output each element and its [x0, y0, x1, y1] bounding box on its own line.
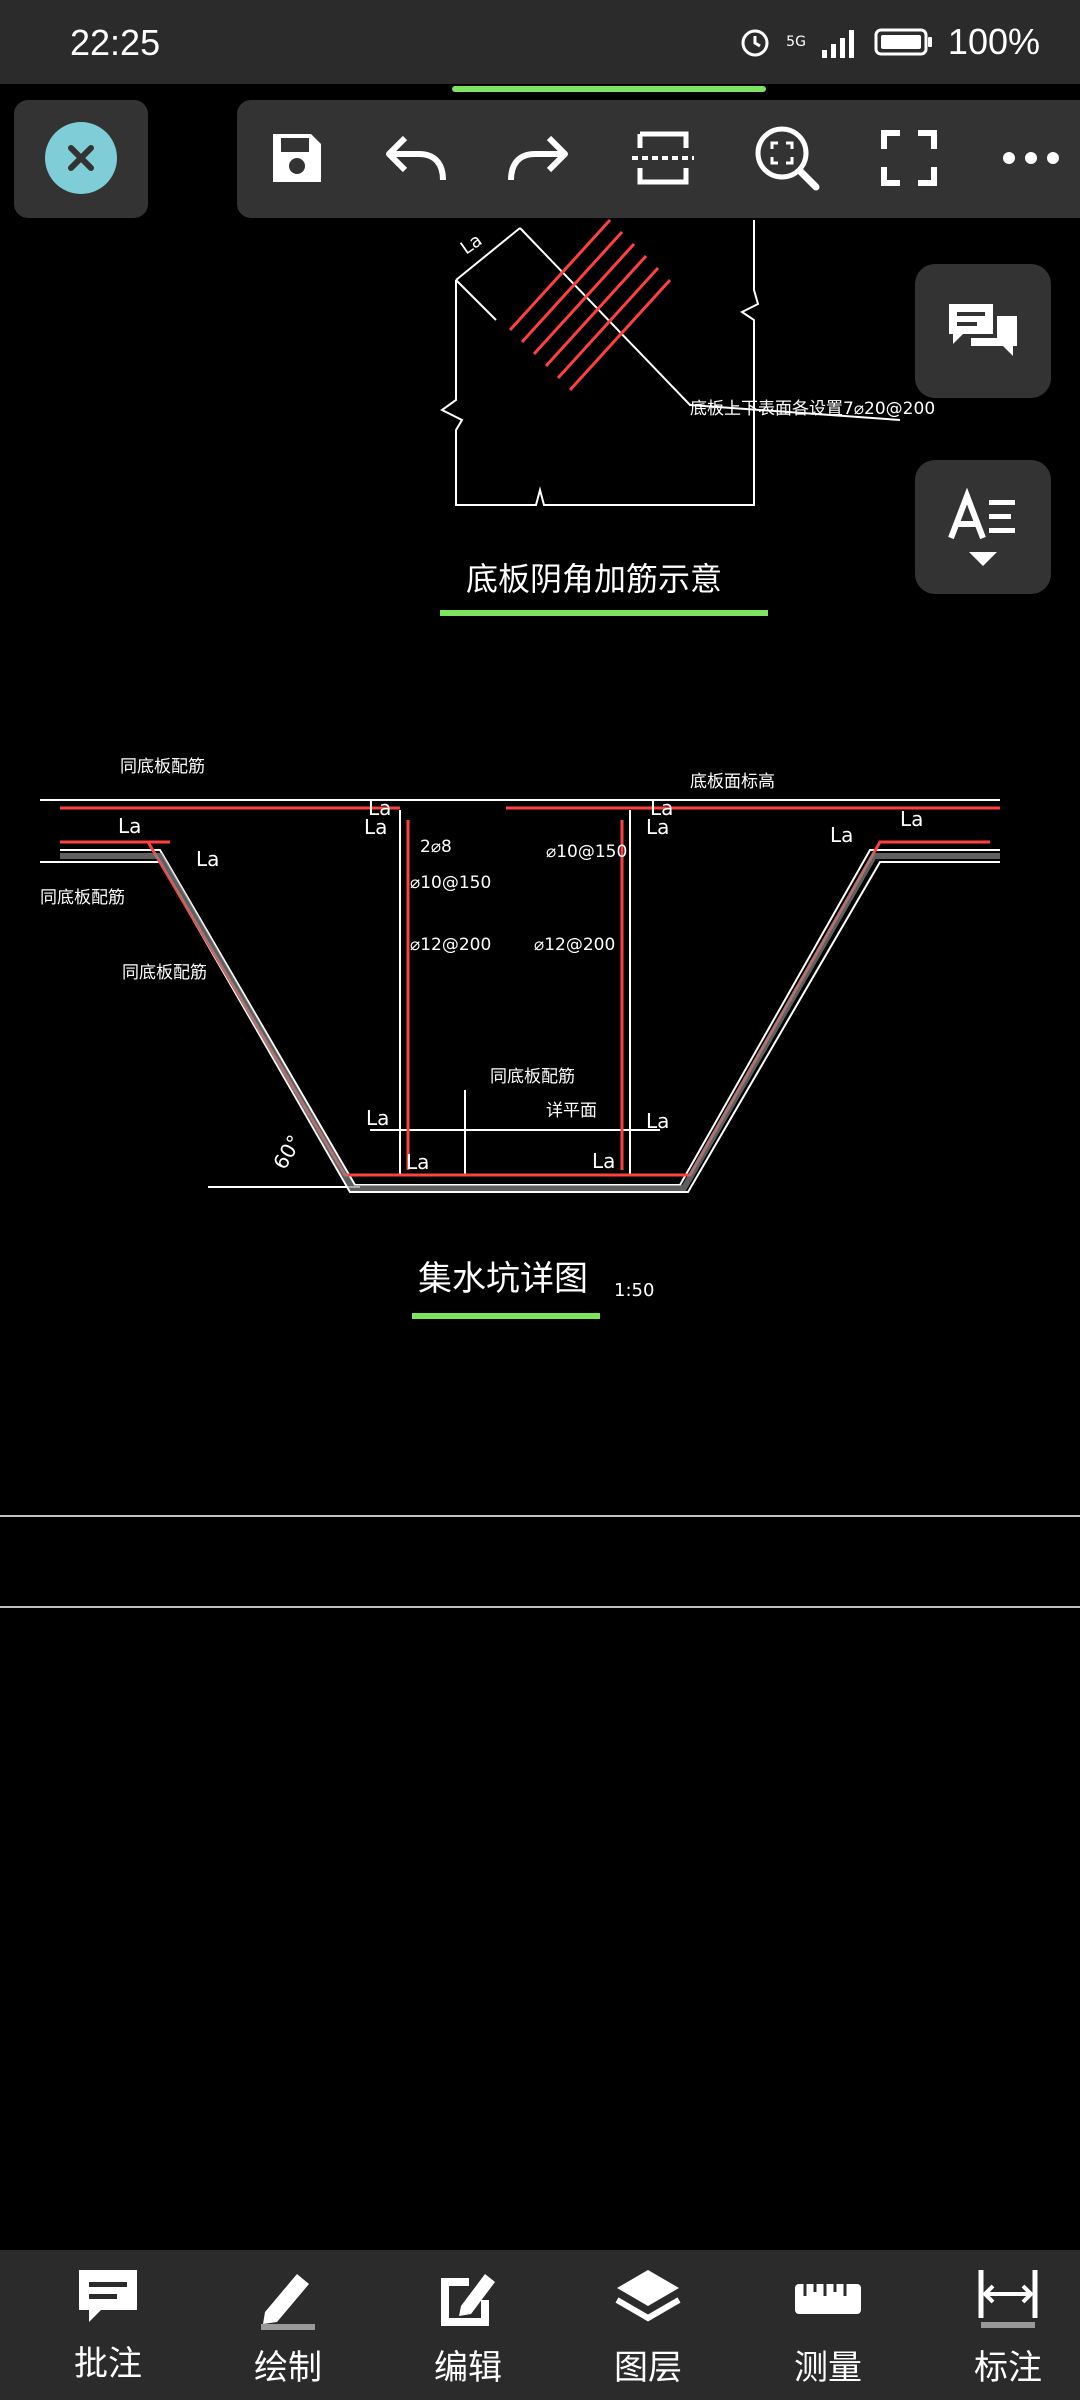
svg-text:La: La — [830, 823, 853, 847]
svg-text:⌀10@150: ⌀10@150 — [410, 873, 491, 893]
zoom-fit-icon — [755, 126, 820, 191]
save-icon — [273, 134, 321, 182]
svg-text:La: La — [368, 796, 391, 820]
nav-annotate[interactable]: 批注 — [18, 2266, 198, 2396]
nav-label-layers: 图层 — [614, 2348, 682, 2388]
svg-text:La: La — [592, 1149, 615, 1173]
close-icon — [68, 145, 94, 171]
nav-label-edit: 编辑 — [434, 2348, 502, 2388]
nav-label-annotate: 批注 — [74, 2344, 142, 2384]
ruler-icon — [795, 2284, 861, 2314]
svg-text:同底板配筋: 同底板配筋 — [122, 963, 207, 983]
comments-icon — [949, 304, 1017, 356]
svg-text:La: La — [646, 1109, 669, 1133]
top-detail-title: 底板阴角加筋示意 — [466, 560, 722, 598]
section-button[interactable] — [627, 122, 699, 194]
top-progress-indicator — [452, 86, 766, 92]
nav-layers[interactable]: 图层 — [558, 2266, 738, 2396]
redo-icon — [508, 135, 568, 181]
text-size-button[interactable] — [915, 460, 1051, 594]
edit-icon — [441, 2274, 495, 2326]
svg-text:同底板配筋: 同底板配筋 — [490, 1067, 575, 1087]
close-button[interactable] — [45, 122, 117, 194]
svg-text:60°: 60° — [268, 1131, 307, 1174]
nav-measure[interactable]: 测量 — [738, 2266, 918, 2396]
battery-percent: 100% — [947, 21, 1040, 62]
status-time: 22:25 — [70, 22, 161, 63]
more-icon — [1003, 152, 1059, 164]
svg-text:同底板配筋: 同底板配筋 — [40, 888, 125, 908]
nav-label-measure: 测量 — [794, 2348, 862, 2388]
fullscreen-icon — [881, 130, 937, 186]
text-size-icon — [948, 487, 1015, 566]
nav-draw[interactable]: 绘制 — [198, 2266, 378, 2396]
section-icon — [632, 131, 694, 185]
top-detail-red-bars — [508, 218, 672, 392]
svg-text:La: La — [646, 815, 669, 839]
svg-text:La: La — [118, 814, 141, 838]
zoom-fit-button[interactable] — [751, 122, 823, 194]
fullscreen-button[interactable] — [873, 122, 945, 194]
network-type: 5G — [786, 34, 806, 50]
svg-text:La: La — [364, 815, 387, 839]
bottom-nav: 批注 绘制 编辑 图层 测量 标注 — [0, 2250, 1080, 2400]
dimension-icon — [978, 2270, 1038, 2328]
battery-icon — [874, 28, 932, 56]
svg-text:La: La — [900, 807, 923, 831]
svg-text:同底板配筋: 同底板配筋 — [120, 757, 205, 777]
top-detail — [440, 220, 901, 506]
svg-text:2⌀8: 2⌀8 — [420, 837, 452, 857]
svg-text:La: La — [196, 847, 219, 871]
pit-rebar — [60, 806, 1000, 1177]
svg-text:⌀12@200: ⌀12@200 — [534, 935, 615, 955]
undo-icon — [386, 135, 446, 181]
undo-button[interactable] — [381, 122, 453, 194]
scale-text: 1:50 — [614, 1280, 654, 1301]
status-bar: 22:25 5G 100% — [0, 0, 1080, 84]
svg-text:⌀12@200: ⌀12@200 — [410, 935, 491, 955]
svg-text:⌀10@150: ⌀10@150 — [546, 842, 627, 862]
svg-text:底板面标高: 底板面标高 — [690, 772, 775, 792]
nav-label-dimension: 标注 — [974, 2348, 1042, 2388]
svg-text:La: La — [366, 1106, 389, 1130]
more-button[interactable] — [995, 122, 1067, 194]
annotate-icon — [79, 2270, 137, 2322]
la-label-top: La — [457, 230, 486, 259]
pit-outline — [40, 799, 1000, 1193]
close-panel — [14, 100, 148, 218]
status-icons: 5G 100% — [738, 20, 1040, 64]
comments-button[interactable] — [915, 264, 1051, 398]
redo-button[interactable] — [501, 122, 573, 194]
alarm-icon — [741, 29, 769, 57]
main-title: 集水坑详图 — [418, 1259, 588, 1299]
layers-icon — [615, 2270, 681, 2322]
pit-hatch — [60, 853, 1000, 1191]
svg-text:详平面: 详平面 — [546, 1101, 597, 1121]
top-toolbar — [237, 100, 1080, 218]
nav-dimension[interactable]: 标注 — [918, 2266, 1080, 2396]
top-note-text: 底板上下表面各设置7⌀20@200 — [690, 399, 935, 419]
svg-text:La: La — [406, 1150, 429, 1174]
pit-labels: 同底板配筋 同底板配筋 同底板配筋 同底板配筋 底板面标高 La La La L… — [40, 757, 923, 1174]
save-button[interactable] — [261, 122, 333, 194]
svg-text:La: La — [650, 796, 673, 820]
nav-label-draw: 绘制 — [254, 2348, 322, 2388]
nav-edit[interactable]: 编辑 — [378, 2266, 558, 2396]
draw-pen-icon — [261, 2274, 315, 2330]
signal-icon — [821, 30, 854, 58]
